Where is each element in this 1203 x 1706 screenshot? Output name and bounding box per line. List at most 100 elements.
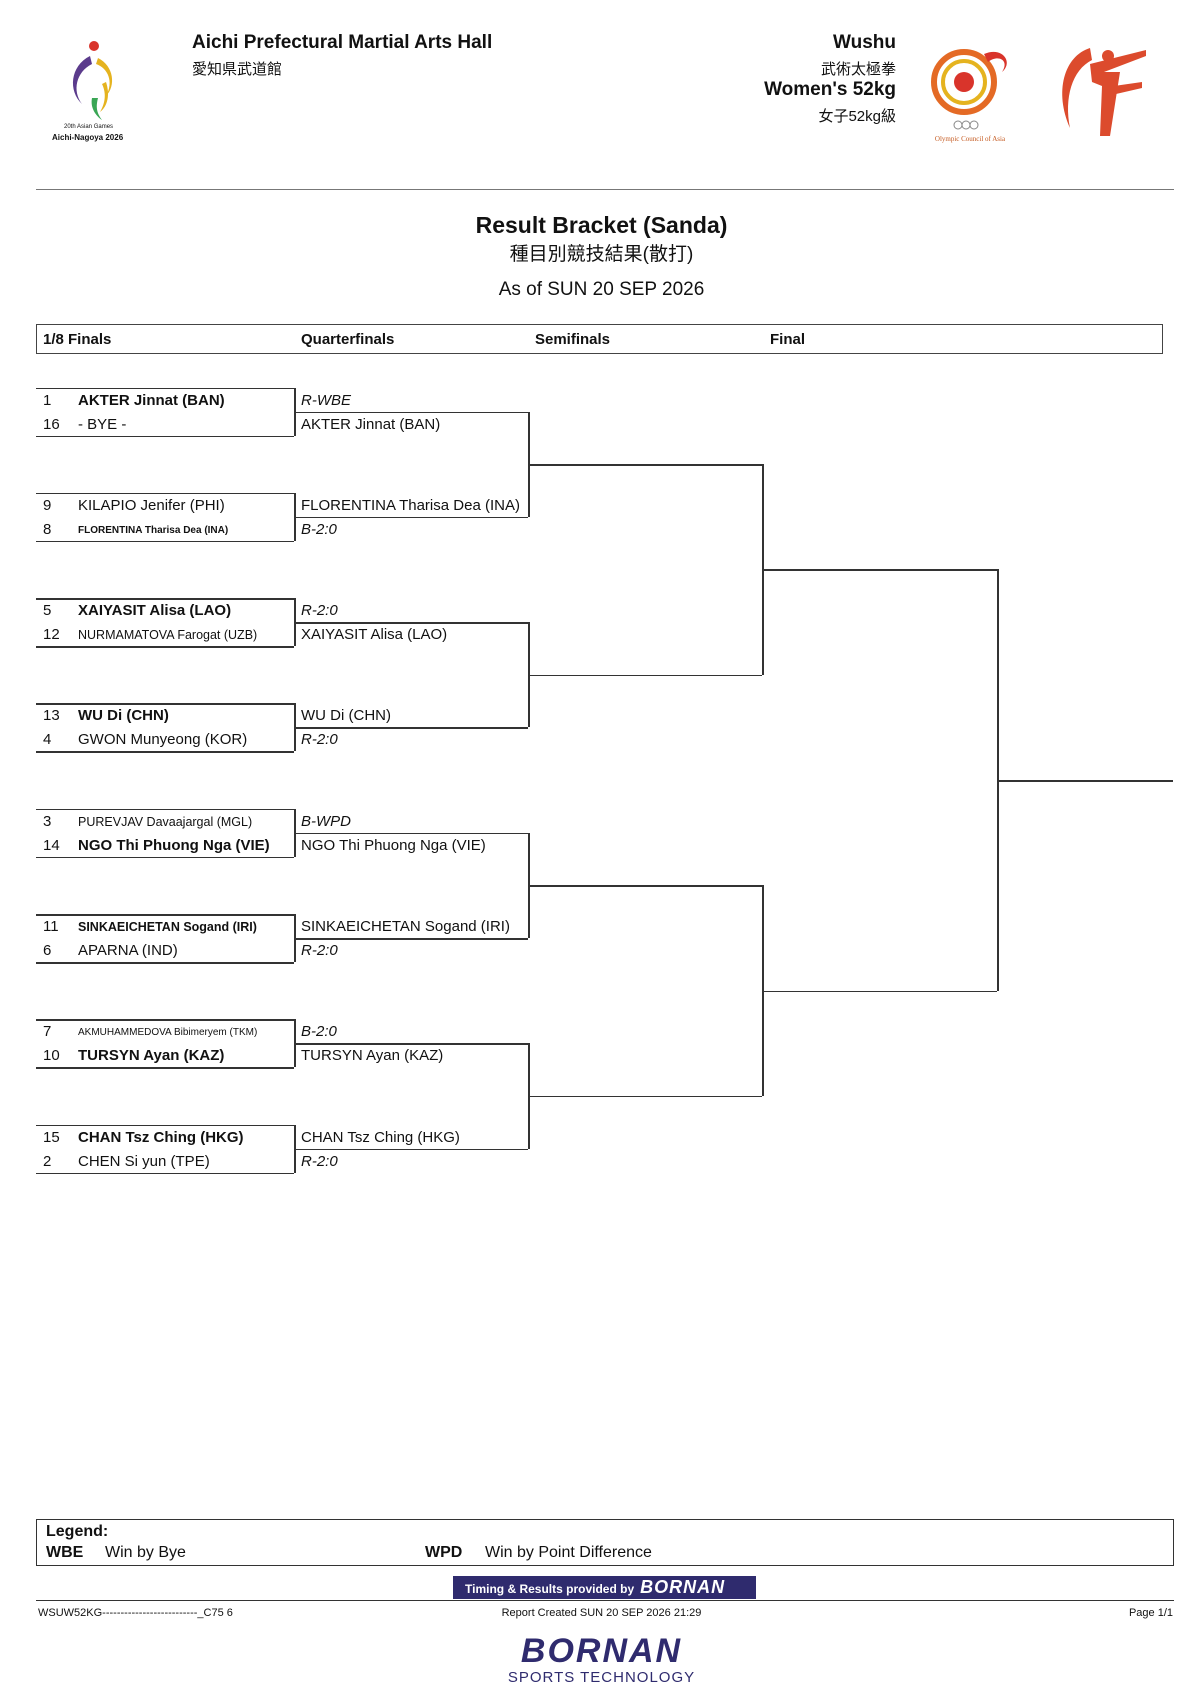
- legend-title: Legend:: [46, 1523, 109, 1540]
- athlete-entry: SINKAEICHETAN Sogand (IRI): [78, 920, 257, 934]
- final-connector: [997, 569, 999, 991]
- quarterfinalist-name: FLORENTINA Tharisa Dea (INA): [301, 496, 520, 514]
- legend: Legend: WBE Win by Bye WPD Win by Point …: [36, 1519, 1174, 1566]
- footer-divider: [36, 1600, 1174, 1601]
- athlete-entry: CHAN Tsz Ching (HKG): [78, 1128, 244, 1146]
- quarterfinal-line: [294, 727, 528, 729]
- seed-number: 1: [43, 391, 52, 409]
- legend-code-wbe: WBE: [46, 1544, 84, 1561]
- athlete-entry: NGO Thi Phuong Nga (VIE): [78, 836, 270, 854]
- quarterfinal-connector: [528, 622, 530, 728]
- sport-name-ja: 武術太極拳: [820, 61, 896, 78]
- venue-name-en: Aichi Prefectural Martial Arts Hall: [192, 32, 493, 53]
- bornan-logo: BORNAN: [520, 1632, 683, 1670]
- athlete-entry: AKTER Jinnat (BAN): [78, 391, 225, 409]
- round-label-semifinals: Semifinals: [535, 331, 611, 348]
- semifinal-line: [528, 1095, 762, 1098]
- round-label-r16: 1/8 Finals: [43, 331, 112, 348]
- report-created: Report Created SUN 20 SEP 2026 21:29: [501, 1607, 702, 1619]
- timing-provider-label: Timing & Results provided by: [465, 1582, 635, 1596]
- report-code: WSUW52KG--------------------------_C75 6: [38, 1607, 233, 1619]
- entry-bottom-line: [36, 856, 294, 859]
- seed-number: 8: [43, 520, 52, 538]
- seed-number: 4: [43, 731, 52, 749]
- seed-number: 15: [43, 1128, 60, 1146]
- match-result: R-2:0: [301, 731, 338, 749]
- semifinal-line: [528, 464, 762, 466]
- entry-top-line: [36, 1019, 294, 1021]
- entry-bottom-line: [36, 540, 294, 543]
- seed-number: 2: [43, 1152, 52, 1170]
- entry-bottom-line: [36, 962, 294, 964]
- final-line: [762, 569, 997, 571]
- wushu-pictogram: [1050, 42, 1150, 142]
- seed-number: 5: [43, 602, 52, 620]
- bornan-logo-sub: SPORTS TECHNOLOGY: [507, 1669, 696, 1686]
- final-line: [762, 990, 997, 993]
- match-result: R-2:0: [301, 1152, 338, 1170]
- quarterfinal-line: [294, 1043, 528, 1045]
- legend-code-wpd: WPD: [425, 1544, 463, 1561]
- seed-number: 7: [43, 1023, 52, 1041]
- games-logo-line1: 20th Asian Games: [64, 124, 114, 130]
- quarterfinalist-name: XAIYASIT Alisa (LAO): [301, 626, 448, 644]
- match-result: R-2:0: [301, 602, 338, 620]
- quarterfinalist-name: WU Di (CHN): [301, 707, 391, 725]
- sport-name-en: Wushu: [833, 32, 896, 53]
- entry-bottom-line: [36, 646, 294, 648]
- report-title-en: Result Bracket (Sanda): [475, 212, 728, 238]
- seed-number: 13: [43, 707, 60, 725]
- provider-brand: BORNAN: [640, 1577, 726, 1597]
- quarterfinal-connector: [528, 832, 530, 938]
- entry-top-line: [36, 808, 294, 811]
- round-label-final: Final: [770, 331, 806, 348]
- seed-number: 14: [43, 836, 60, 854]
- champion-line: [997, 780, 1173, 782]
- round-label-quarterfinals: Quarterfinals: [301, 331, 395, 348]
- match-result: B-2:0: [301, 520, 337, 538]
- entry-bottom-line: [36, 1172, 294, 1175]
- athlete-entry: PUREVJAV Davaajargal (MGL): [78, 814, 253, 829]
- athlete-entry: AKMUHAMMEDOVA Bibimeryem (TKM): [78, 1027, 258, 1039]
- venue-name-ja: 愛知県武道館: [192, 61, 283, 78]
- match-result: R-WBE: [301, 391, 351, 409]
- legend-desc-wpd: Win by Point Difference: [485, 1544, 652, 1561]
- quarterfinalist-name: NGO Thi Phuong Nga (VIE): [301, 836, 486, 854]
- athlete-entry: APARNA (IND): [78, 942, 178, 959]
- entry-top-line: [36, 598, 294, 600]
- seed-number: 6: [43, 942, 52, 959]
- seed-number: 3: [43, 812, 52, 830]
- quarterfinal-line: [294, 1148, 528, 1151]
- seed-number: 9: [43, 496, 52, 514]
- seed-number: 11: [43, 918, 59, 935]
- athlete-entry: TURSYN Ayan (KAZ): [78, 1047, 225, 1065]
- as-of-date: As of SUN 20 SEP 2026: [498, 279, 705, 300]
- entry-bottom-line: [36, 1067, 294, 1069]
- quarterfinalist-name: AKTER Jinnat (BAN): [301, 415, 441, 433]
- event-name-ja: 女子52kg級: [818, 108, 896, 125]
- seed-number: 10: [43, 1047, 60, 1065]
- quarterfinalist-name: CHAN Tsz Ching (HKG): [301, 1128, 460, 1146]
- match-result: B-2:0: [301, 1023, 337, 1041]
- entry-top-line: [36, 387, 294, 389]
- page-number: Page 1/1: [1128, 1607, 1173, 1619]
- quarterfinal-line: [294, 938, 528, 940]
- entry-top-line: [36, 703, 294, 705]
- quarterfinal-line: [294, 516, 528, 519]
- entry-bottom-line: [36, 751, 294, 753]
- quarterfinal-line: [294, 411, 528, 413]
- oca-logo-text: Olympic Council of Asia: [934, 135, 1006, 143]
- seed-number: 12: [43, 626, 60, 644]
- entry-bottom-line: [36, 435, 294, 437]
- games-logo: [50, 36, 150, 146]
- athlete-entry: CHEN Si yun (TPE): [78, 1152, 210, 1170]
- seed-number: 16: [43, 415, 60, 433]
- report-title-ja: 種目別競技結果(散打): [509, 244, 694, 265]
- games-logo-line2: Aichi-Nagoya 2026: [52, 133, 124, 142]
- timing-provider-bar: Timing & Results provided by BORNAN: [453, 1576, 756, 1599]
- match-result: B-WPD: [301, 812, 351, 830]
- event-name-en: Women's 52kg: [764, 79, 896, 100]
- match-result: R-2:0: [301, 942, 338, 959]
- quarterfinalist-name: SINKAEICHETAN Sogand (IRI): [301, 918, 510, 935]
- athlete-entry: GWON Munyeong (KOR): [78, 731, 248, 749]
